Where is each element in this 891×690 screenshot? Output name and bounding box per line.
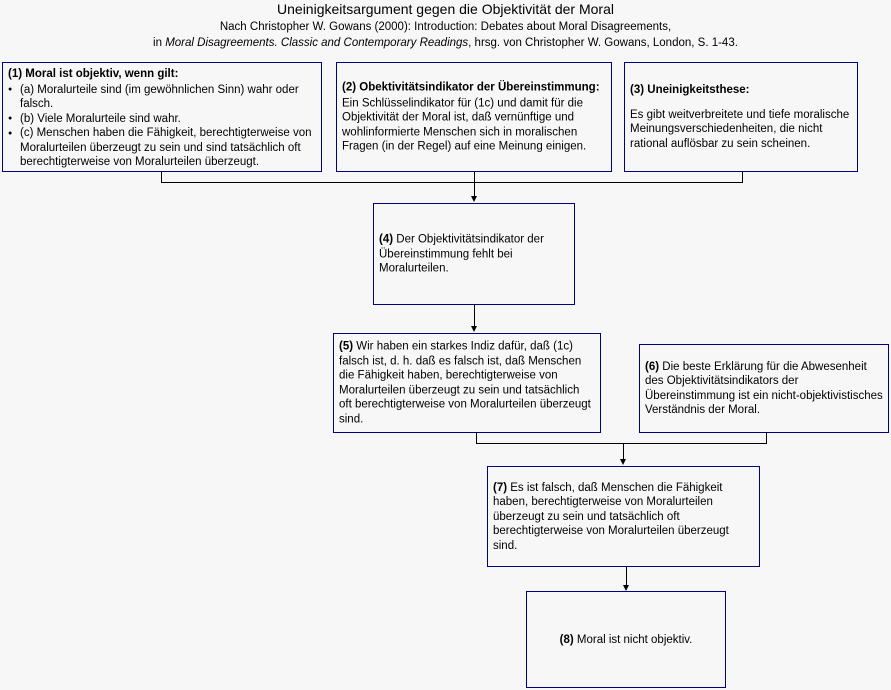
node-7-label: (7) [493,481,508,494]
node-8-body: Moral ist nicht objektiv. [576,633,693,646]
node-3-heading-text: Uneinigkeitsthese: [647,84,750,96]
node-5-starkes-indiz[interactable]: (5) Wir haben ein starkes Indiz dafür, d… [333,333,601,433]
list-item: (c) Menschen haben die Fähigkeit, berech… [8,126,316,170]
node-4-content: (4) Der Objektivitätsindikator der Übere… [374,232,574,276]
node-2-heading-text: Obektivitätsindikator der Übereinstimmun… [359,81,600,94]
node-8-content: (8) Moral ist nicht objektiv. [527,632,725,647]
node-8-label: (8) [559,633,574,646]
node-6-label: (6) [645,360,660,373]
node-3-spacer [630,99,852,108]
node-4-body: Der Objektivitätsindikator der Übereinst… [379,233,544,275]
connector-node7-to-node8 [626,567,627,587]
node-3-body: Es gibt weitverbreitete und tiefe morali… [630,108,850,150]
citation-prefix: in [153,37,166,49]
node-3-label: (3) [630,84,645,96]
connector-node4-to-node5 [474,305,475,327]
diagram-header: Uneinigkeitsargument gegen die Objektivi… [0,0,891,51]
connector-node2-down [474,172,475,182]
node-7-body: Es ist falsch, daß Menschen die Fähigkei… [493,481,729,552]
list-item: (b) Viele Moralurteile sind wahr. [8,111,316,127]
node-2-heading: (2) Obektivitätsindikator der Übereinsti… [342,80,606,95]
citation-suffix: , hrsg. von Christopher W. Gowans, Londo… [468,37,738,49]
node-2-content: (2) Obektivitätsindikator der Übereinsti… [337,80,611,154]
node-2-body: Ein Schlüsselindikator für (1c) und dami… [342,96,587,153]
connector-node6-down [766,433,767,444]
node-6-body: Die beste Erklärung für die Abwesenheit … [645,360,883,417]
page-title: Uneinigkeitsargument gegen die Objektivi… [277,1,614,17]
connector-bus-mid-to-node7 [623,443,624,461]
node-7-es-ist-falsch[interactable]: (7) Es ist falsch, daß Menschen die Fähi… [487,466,760,567]
connector-node1-down [161,172,162,183]
node-1-content: (1) Moral ist objektiv, wenn gilt: (a) M… [3,67,321,170]
node-4-label: (4) [379,233,394,246]
node-7-content: (7) Es ist falsch, daß Menschen die Fähi… [488,480,759,553]
citation-line-2: in Moral Disagreements. Classic and Cont… [0,35,891,51]
connector-node3-down [742,172,743,183]
arrowhead-to-node4 [471,196,477,202]
node-2-label: (2) [342,81,357,94]
node-1-heading-text: Moral ist objektiv, wenn gilt: [25,68,179,80]
node-6-beste-erklaerung[interactable]: (6) Die beste Erklärung für die Abwesenh… [639,344,889,433]
node-1-label: (1) [8,68,23,80]
node-3-heading: (3) Uneinigkeitsthese: [630,83,852,98]
node-5-content: (5) Wir haben ein starkes Indiz dafür, d… [334,340,600,427]
node-8-moral-nicht-objektiv[interactable]: (8) Moral ist nicht objektiv. [526,591,726,688]
node-1-bullet-list: (a) Moralurteile sind (im gewöhnlichen S… [8,82,316,170]
node-3-uneinigkeitsthese[interactable]: (3) Uneinigkeitsthese: Es gibt weitverbr… [624,62,858,172]
node-5-body: Wir haben ein starkes Indiz dafür, daß (… [339,340,591,426]
citation-line-1: Nach Christopher W. Gowans (2000): Intro… [219,21,672,33]
arrowhead-to-node8 [623,585,629,591]
node-2-objektivitaetsindikator[interactable]: (2) Obektivitätsindikator der Übereinsti… [336,62,612,172]
list-item: (a) Moralurteile sind (im gewöhnlichen S… [8,82,316,112]
connector-node5-down [476,433,477,444]
node-6-content: (6) Die beste Erklärung für die Abwesenh… [640,360,888,418]
citation-work-title: Moral Disagreements. Classic and Contemp… [165,37,469,49]
arrowhead-to-node7 [620,459,626,465]
node-1-moral-ist-objektiv[interactable]: (1) Moral ist objektiv, wenn gilt: (a) M… [2,62,322,172]
node-3-content: (3) Uneinigkeitsthese: Es gibt weitverbr… [625,83,857,151]
node-1-heading: (1) Moral ist objektiv, wenn gilt: [8,67,316,82]
node-4-indikator-fehlt[interactable]: (4) Der Objektivitätsindikator der Übere… [373,203,575,305]
arrowhead-to-node5 [471,326,477,332]
connector-bus-mid [476,443,767,444]
node-5-label: (5) [339,340,354,353]
connector-bus-top [161,182,743,183]
connector-bus-top-to-node4 [474,182,475,198]
